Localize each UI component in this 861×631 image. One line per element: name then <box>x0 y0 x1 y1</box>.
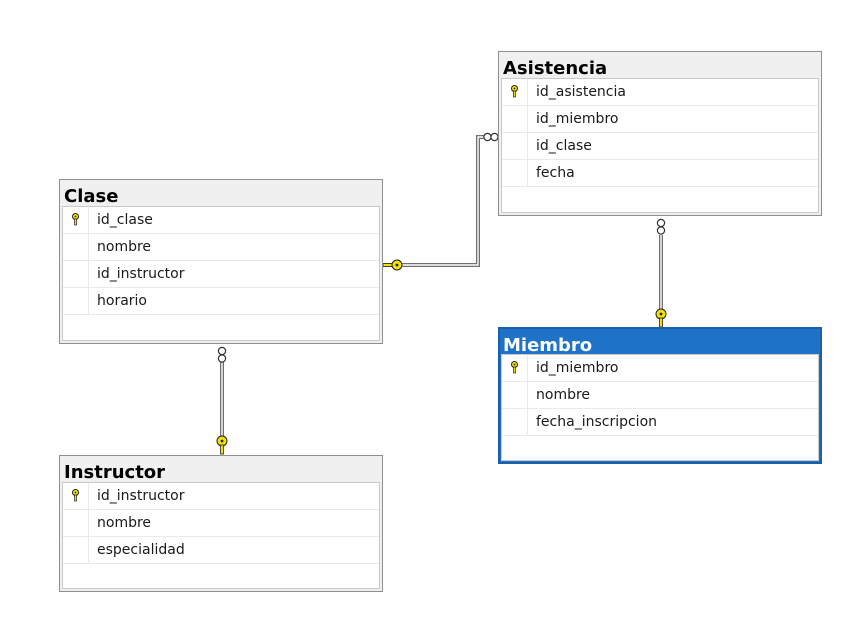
primary-key-icon <box>511 361 518 374</box>
column-row[interactable]: id_clase <box>502 133 818 160</box>
column-row[interactable]: id_clase <box>63 207 379 234</box>
key-cell <box>63 483 89 509</box>
key-cell <box>502 355 528 381</box>
column-name: id_asistencia <box>536 84 626 100</box>
column-row[interactable]: id_instructor <box>63 483 379 510</box>
many-end-infinity-icon <box>217 346 227 363</box>
column-name: nombre <box>97 515 152 531</box>
column-name: nombre <box>536 387 591 403</box>
column-row[interactable]: fecha_inscripcion <box>502 409 818 436</box>
relationship-asistencia-miembro[interactable] <box>655 218 667 328</box>
key-cell <box>502 160 528 186</box>
primary-key-icon <box>72 213 79 226</box>
column-list: id_clase nombre id_instructor horario <box>62 206 380 341</box>
column-row[interactable]: id_miembro <box>502 106 818 133</box>
column-name: nombre <box>97 239 152 255</box>
column-name: id_clase <box>536 138 592 154</box>
primary-key-icon <box>72 489 79 502</box>
table-title[interactable]: Clase <box>64 186 119 206</box>
key-cell <box>502 133 528 159</box>
key-cell <box>502 106 528 132</box>
column-name: id_miembro <box>536 111 619 127</box>
column-list: id_instructor nombre especialidad <box>62 482 380 589</box>
column-row[interactable]: id_asistencia <box>502 79 818 106</box>
column-row[interactable]: horario <box>63 288 379 315</box>
column-name: fecha_inscripcion <box>536 414 658 430</box>
key-cell <box>502 409 528 435</box>
column-name: id_clase <box>97 212 153 228</box>
column-row[interactable]: nombre <box>63 234 379 261</box>
column-row[interactable]: id_instructor <box>63 261 379 288</box>
table-miembro[interactable]: Miembro id_miembro nombre fecha_inscrip <box>498 327 822 464</box>
one-end-key-icon <box>382 259 403 271</box>
key-cell <box>63 207 89 233</box>
key-cell <box>63 510 89 536</box>
table-instructor[interactable]: Instructor id_instructor nombre especia <box>59 455 383 592</box>
key-cell <box>63 537 89 563</box>
table-clase[interactable]: Clase id_clase nombre id_instructor <box>59 179 383 344</box>
column-name: especialidad <box>97 542 185 558</box>
key-cell <box>63 261 89 287</box>
table-title[interactable]: Instructor <box>64 462 166 482</box>
key-cell <box>502 79 528 105</box>
key-cell <box>63 234 89 260</box>
column-row[interactable]: nombre <box>502 382 818 409</box>
column-name: horario <box>97 293 147 309</box>
column-row[interactable]: especialidad <box>63 537 379 564</box>
one-end-key-icon <box>216 435 228 455</box>
column-name: fecha <box>536 165 575 181</box>
relationship-clase-instructor[interactable] <box>216 346 228 455</box>
key-cell <box>63 288 89 314</box>
table-asistencia[interactable]: Asistencia id_asistencia id_miembro id_ <box>498 51 822 216</box>
column-name: id_instructor <box>97 266 185 282</box>
table-title[interactable]: Miembro <box>503 335 593 354</box>
primary-key-icon <box>511 85 518 98</box>
column-row[interactable]: id_miembro <box>502 355 818 382</box>
many-end-infinity-icon <box>483 132 499 142</box>
key-cell <box>502 382 528 408</box>
column-row[interactable]: nombre <box>63 510 379 537</box>
column-row[interactable]: fecha <box>502 160 818 187</box>
one-end-key-icon <box>655 308 667 328</box>
relationship-asistencia-clase[interactable] <box>382 132 499 271</box>
column-name: id_miembro <box>536 360 619 376</box>
column-list: id_asistencia id_miembro id_clase fecha <box>501 78 819 213</box>
column-name: id_instructor <box>97 488 185 504</box>
many-end-infinity-icon <box>656 218 666 235</box>
column-list: id_miembro nombre fecha_inscripcion <box>501 354 819 461</box>
table-title[interactable]: Asistencia <box>503 58 608 78</box>
